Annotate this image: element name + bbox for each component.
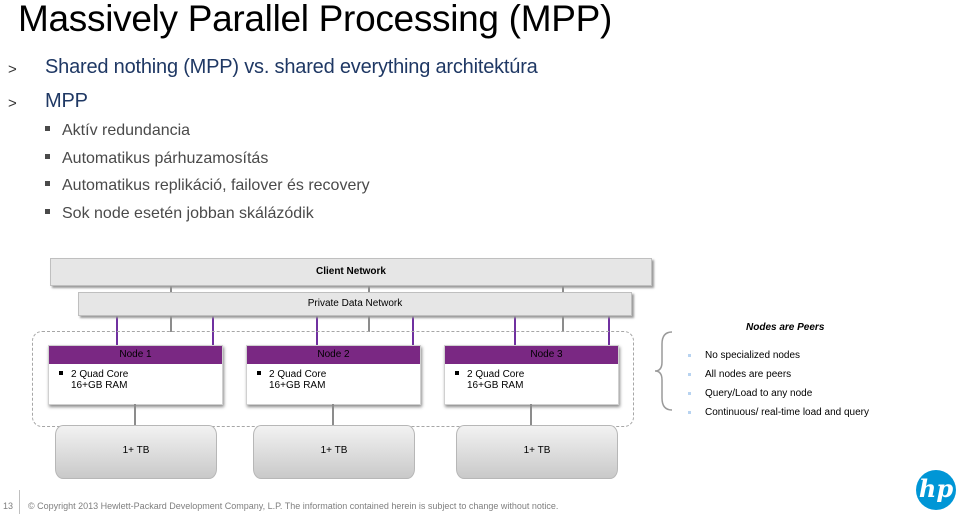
bullet-square-icon xyxy=(257,371,261,376)
node-card: Node 3 2 Quad Core 16+GB RAM xyxy=(444,345,619,405)
bullet-square-icon xyxy=(45,154,50,160)
bullet-square-icon xyxy=(59,371,63,376)
page-number-divider xyxy=(0,490,20,514)
node-spec: 16+GB RAM xyxy=(269,380,326,391)
bullet-square-icon xyxy=(45,209,50,215)
hp-logo-icon: hp xyxy=(916,470,956,510)
storage-disk: 1+ TB xyxy=(253,425,415,479)
peers-title: Nodes are Peers xyxy=(746,322,825,333)
slide-title: Massively Parallel Processing (MPP) xyxy=(18,0,613,39)
bullet-marker: > xyxy=(8,61,17,78)
client-network-bar: Client Network xyxy=(50,258,652,286)
bullet-square-icon xyxy=(45,126,50,132)
bullet-dot-icon xyxy=(688,353,691,357)
sub-bullet: Aktív redundancia xyxy=(45,122,190,140)
peer-item: Continuous/ real-time load and query xyxy=(688,407,869,418)
storage-link-line xyxy=(134,404,136,426)
private-network-bar: Private Data Network xyxy=(78,292,632,316)
node-spec: 2 Quad Core xyxy=(247,369,420,380)
page-number: 13 xyxy=(3,501,14,511)
node-spec: 2 Quad Core xyxy=(445,369,618,380)
storage-link-line xyxy=(332,404,334,426)
brace-icon xyxy=(654,331,673,411)
bullet-shared-nothing: Shared nothing (MPP) vs. shared everythi… xyxy=(45,56,538,78)
storage-disk: 1+ TB xyxy=(456,425,618,479)
node-title: Node 3 xyxy=(445,346,618,364)
bullet-square-icon xyxy=(455,371,459,376)
peer-item: No specialized nodes xyxy=(688,350,800,361)
peer-item: Query/Load to any node xyxy=(688,388,812,399)
node-card: Node 1 2 Quad Core 16+GB RAM xyxy=(48,345,223,405)
storage-disk: 1+ TB xyxy=(55,425,217,479)
bullet-dot-icon xyxy=(688,372,691,376)
node-spec: 2 Quad Core xyxy=(49,369,222,380)
sub-bullet: Automatikus replikáció, failover és reco… xyxy=(45,177,370,195)
bullet-marker: > xyxy=(8,95,17,112)
node-title: Node 1 xyxy=(49,346,222,364)
node-spec: 16+GB RAM xyxy=(71,380,128,391)
bullet-dot-icon xyxy=(688,391,691,395)
node-card: Node 2 2 Quad Core 16+GB RAM xyxy=(246,345,421,405)
copyright-text: © Copyright 2013 Hewlett-Packard Develop… xyxy=(28,501,559,511)
node-spec: 16+GB RAM xyxy=(467,380,524,391)
bullet-square-icon xyxy=(45,181,50,187)
node-title: Node 2 xyxy=(247,346,420,364)
storage-link-line xyxy=(530,404,532,426)
peer-item: All nodes are peers xyxy=(688,369,791,380)
sub-bullet: Sok node esetén jobban skálázódik xyxy=(45,205,314,223)
bullet-dot-icon xyxy=(688,410,691,414)
bullet-mpp: MPP xyxy=(45,90,88,112)
sub-bullet: Automatikus párhuzamosítás xyxy=(45,150,268,168)
